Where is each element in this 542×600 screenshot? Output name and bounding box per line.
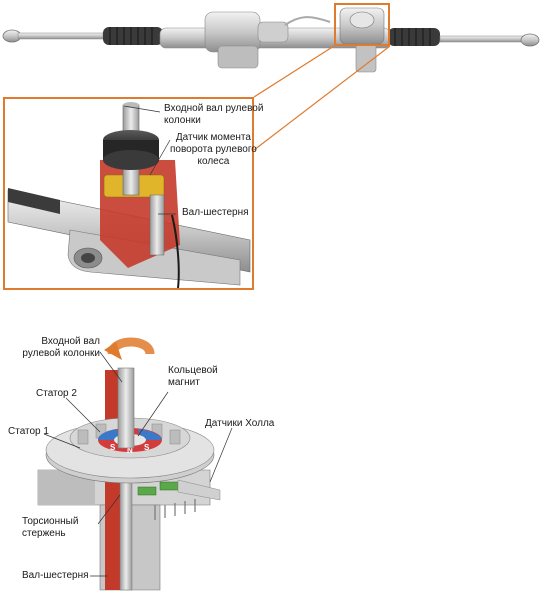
- label-stator-1: Статор 1: [8, 426, 49, 437]
- hall-sensors: [137, 479, 221, 520]
- motor-unit: [204, 11, 331, 69]
- left-tie-rod: [17, 32, 104, 40]
- pinion-area-highlight: [334, 3, 390, 46]
- label-hall-sensors: Датчики Холла: [205, 418, 275, 429]
- rotation-arrow-icon: [104, 337, 155, 360]
- label-torque-sensor-top: Датчик момента поворота рулевого колеса: [170, 132, 257, 167]
- label-pinion-shaft-top: Вал-шестерня: [182, 207, 249, 218]
- label-ring-magnet: Кольцевой магнит: [168, 365, 218, 388]
- torque-sensor-cutaway: [7, 102, 251, 289]
- left-boot: [103, 27, 163, 45]
- magnet-pole-1: S: [110, 443, 116, 452]
- steering-rack-overview: [2, 7, 540, 73]
- callout-line-2: [253, 45, 391, 151]
- callout-line-1: [253, 45, 335, 98]
- right-boot: [388, 28, 440, 46]
- input-shaft: [117, 367, 135, 449]
- label-stator-2: Статор 2: [36, 388, 77, 399]
- right-tie-rod: [439, 35, 526, 43]
- label-input-shaft-bottom: Входной вал рулевой колонки: [22, 336, 100, 359]
- inset-sensor-cable: [171, 214, 180, 289]
- magnet-pole-2: N: [127, 446, 133, 455]
- cutaway-inset-frame: [3, 97, 254, 290]
- right-tie-rod-end: [520, 33, 540, 47]
- torque-sensor-detail: S N S: [37, 337, 233, 591]
- label-input-shaft-top: Входной вал рулевой колонки: [164, 103, 264, 126]
- label-torsion-bar: Торсионный стержень: [22, 516, 79, 539]
- magnet-pole-3: S: [144, 443, 150, 452]
- label-pinion-shaft-bottom: Вал-шестерня: [22, 570, 89, 581]
- inset-pinion-shaft: [149, 194, 165, 256]
- pinion-housing: [339, 7, 385, 73]
